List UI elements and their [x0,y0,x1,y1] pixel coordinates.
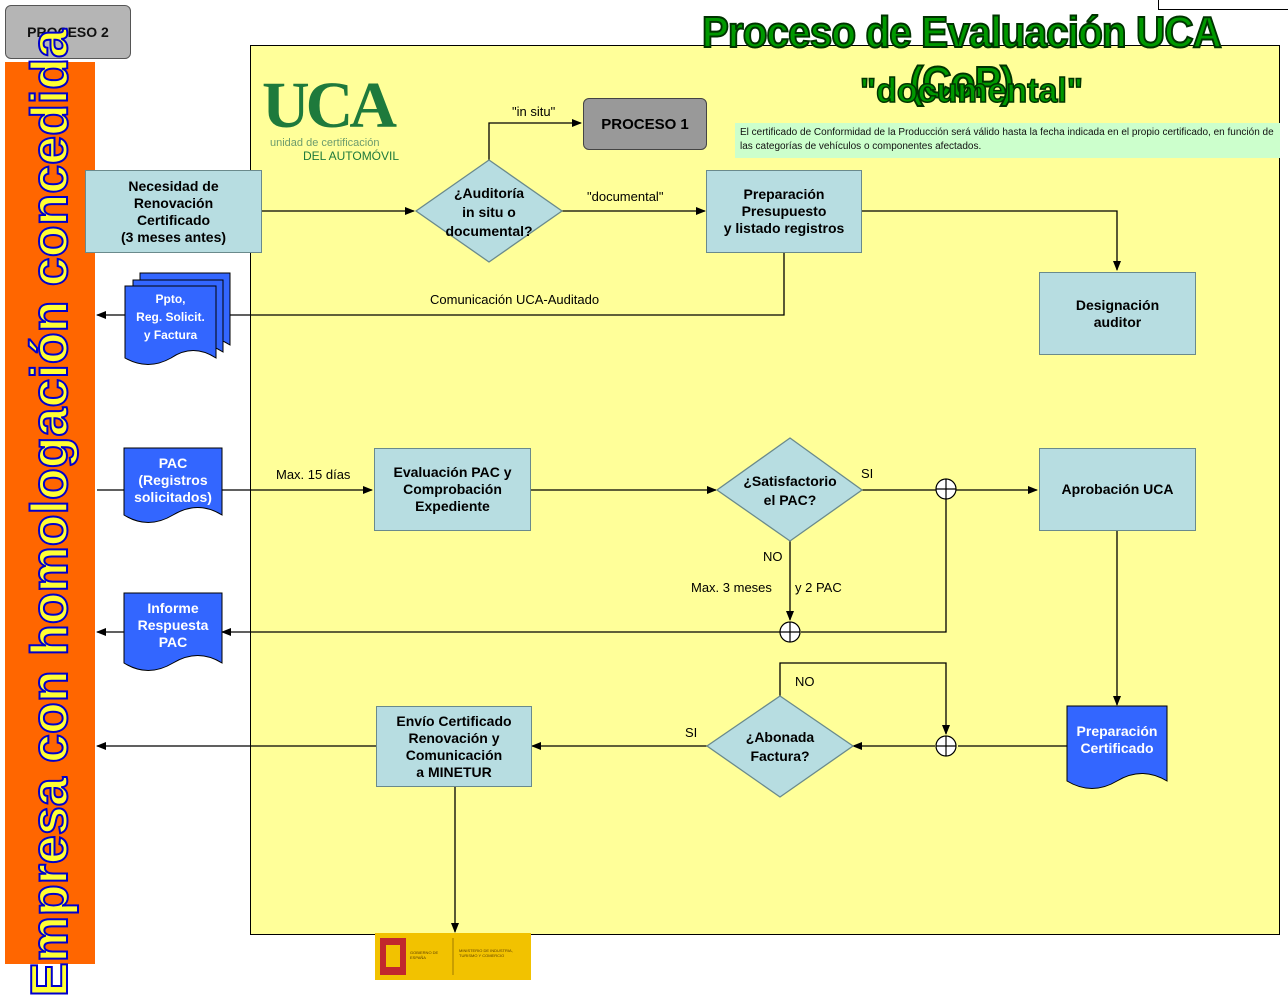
label-max3: Max. 3 meses [691,580,772,595]
page-title: Proceso de Evaluación UCA (CoP) [701,7,1223,108]
label-comunicacion: Comunicación UCA-Auditado [430,292,600,307]
node-proceso1: PROCESO 1 [583,98,707,150]
uca-logo-line2: DEL AUTOMÓVIL [303,149,400,163]
validity-note: El certificado de Conformidad de la Prod… [735,123,1280,158]
label-si-abonada: SI [685,725,698,740]
corner-mark-h [1158,9,1288,10]
gobierno-text: GOBIERNO DE ESPAÑA [410,950,439,960]
ministerio-text: MINISTERIO DE INDUSTRIA, TURISMO Y COMER… [459,948,513,958]
corner-mark [1158,0,1159,10]
process-badge: PROCESO 2 [5,5,131,59]
label-2pac: y 2 PAC [795,580,842,595]
uca-logo: UCA [262,69,397,142]
label-no-satisfactorio: NO [763,549,783,564]
label-max15: Max. 15 días [276,467,351,482]
gobierno-logo [375,933,531,980]
label-no-abonada: NO [795,674,815,689]
node-aprobacion: Aprobación UCA [1039,448,1196,531]
label-in-situ: "in situ" [512,104,556,119]
page-subtitle: "documental" [859,71,1084,111]
doc-ppto: Ppto,Reg. Solicit.y Factura [136,292,205,342]
sidebar: Empresa con homologación concedida [5,28,95,997]
label-si-satisfactorio: SI [861,466,874,481]
uca-logo-line1: unidad de certificación [270,137,380,149]
label-documental: "documental" [587,189,664,204]
